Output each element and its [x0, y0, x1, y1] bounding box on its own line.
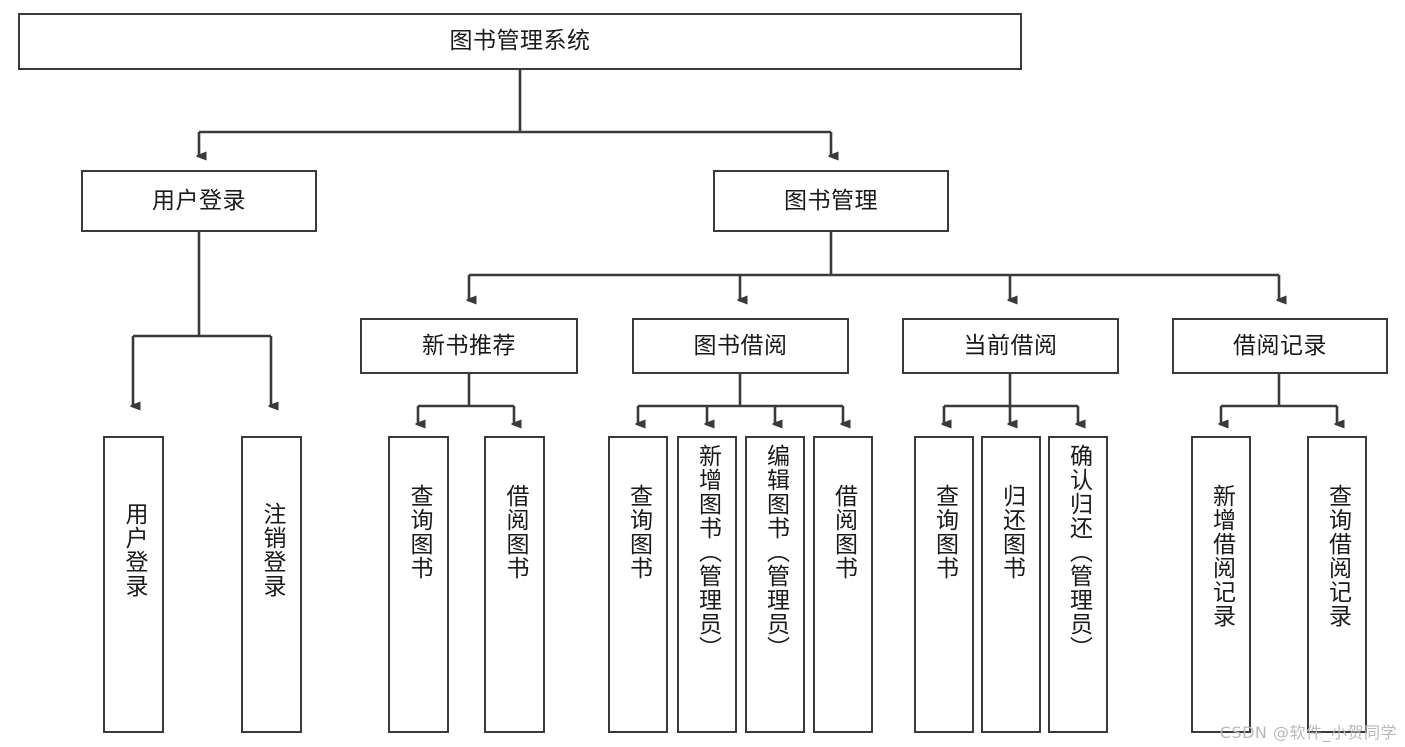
leaf-borrow-query-book[interactable]: 查询图书	[608, 436, 668, 733]
leaf-current-return-book[interactable]: 归还图书	[981, 436, 1041, 733]
node-borrow-records[interactable]: 借阅记录	[1172, 318, 1388, 374]
node-book-management[interactable]: 图书管理	[713, 170, 949, 232]
node-label: 图书管理	[784, 187, 878, 214]
leaf-label: 归还图书	[998, 484, 1025, 580]
leaf-label: 借阅图书	[502, 484, 528, 580]
node-label: 用户登录	[152, 187, 246, 214]
leaf-borrow-edit-book-admin[interactable]: 编辑图书（管理员）	[745, 436, 805, 733]
node-label: 借阅记录	[1233, 332, 1327, 359]
leaf-recommend-borrow-book[interactable]: 借阅图书	[484, 436, 545, 733]
leaf-records-query-record[interactable]: 查询借阅记录	[1307, 436, 1367, 733]
leaf-label: 借阅图书	[830, 484, 857, 580]
leaf-label: 查询图书	[931, 484, 958, 580]
node-new-book-recommend[interactable]: 新书推荐	[360, 318, 578, 374]
leaf-label: 注销登录	[259, 502, 285, 598]
node-root-system[interactable]: 图书管理系统	[18, 13, 1022, 70]
leaf-current-confirm-return-admin[interactable]: 确认归还（管理员）	[1048, 436, 1108, 733]
node-label: 新书推荐	[422, 332, 516, 359]
leaf-user-login-login[interactable]: 用户登录	[103, 436, 164, 733]
node-book-borrow[interactable]: 图书借阅	[632, 318, 849, 374]
leaf-label: 查询图书	[625, 484, 652, 580]
node-current-borrow[interactable]: 当前借阅	[902, 318, 1119, 374]
leaf-label: 用户登录	[121, 502, 147, 598]
leaf-label: 编辑图书（管理员）	[762, 444, 789, 660]
leaf-user-login-logout[interactable]: 注销登录	[241, 436, 302, 733]
leaf-recommend-query-book[interactable]: 查询图书	[388, 436, 449, 733]
leaf-borrow-borrow-book[interactable]: 借阅图书	[813, 436, 873, 733]
node-label: 当前借阅	[963, 332, 1058, 359]
leaf-borrow-add-book-admin[interactable]: 新增图书（管理员）	[677, 436, 737, 733]
node-label: 图书借阅	[693, 332, 788, 359]
leaf-records-add-record[interactable]: 新增借阅记录	[1191, 436, 1251, 733]
csdn-watermark: CSDN @软件_小贺同学	[1219, 723, 1397, 742]
leaf-current-query-book[interactable]: 查询图书	[914, 436, 974, 733]
leaf-label: 查询图书	[406, 484, 432, 580]
leaf-label: 确认归还（管理员）	[1065, 444, 1092, 660]
leaf-label: 新增借阅记录	[1208, 484, 1235, 628]
node-user-login[interactable]: 用户登录	[81, 170, 317, 232]
leaf-label: 新增图书（管理员）	[694, 444, 721, 660]
node-label: 图书管理系统	[449, 28, 591, 55]
leaf-label: 查询借阅记录	[1324, 484, 1351, 628]
